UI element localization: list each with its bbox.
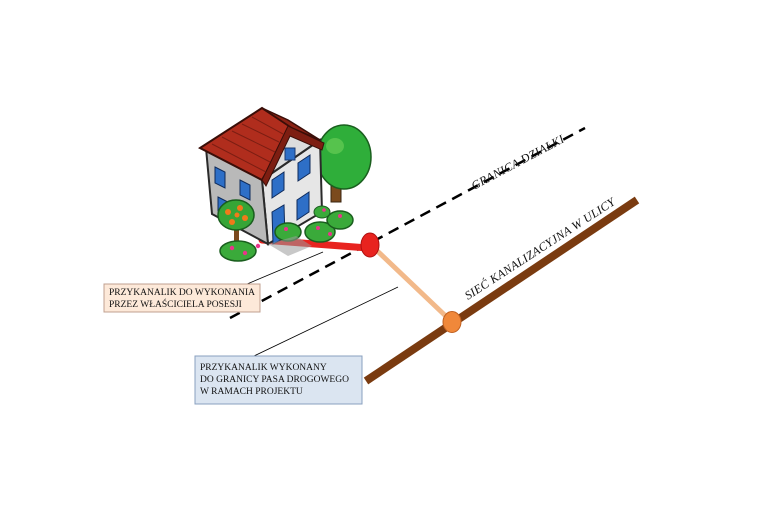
project-lateral-pipe	[368, 242, 454, 324]
callout-project-line-2: DO GRANICY PASA DROGOWEGO	[200, 375, 349, 385]
callout-project-line-3: W RAMACH PROJEKTU	[200, 387, 303, 397]
callout-owner-line-1: PRZYKANALIK DO WYKONANIA	[109, 288, 255, 298]
callout-owner-pointer	[239, 251, 324, 288]
callout-owner-box: PRZYKANALIK DO WYKONANIA PRZEZ WŁAŚCICIE…	[103, 283, 261, 313]
property-line-dashed	[229, 126, 586, 320]
street-sewer-main	[363, 196, 640, 385]
bush-icon	[219, 205, 354, 262]
callout-owner-line-2: PRZEZ WŁAŚCICIELA POSESJI	[109, 298, 242, 310]
callout-project-pointer	[253, 286, 399, 357]
property-line-label: GRANICA DZIAŁKI	[469, 131, 567, 192]
callout-project-line-1: PRZYKANALIK WYKONANY	[200, 363, 327, 373]
callout-project-box: PRZYKANALIK WYKONANY DO GRANICY PASA DRO…	[194, 355, 363, 405]
sewer-main-connection-point	[442, 311, 462, 333]
property-line-connection-point	[360, 232, 380, 258]
street-sewer-label: SIEĆ KANALIZACYJNA W ULICY	[462, 194, 619, 302]
fruit-tree-icon	[217, 199, 255, 242]
house-icon	[198, 106, 372, 262]
tree-icon	[316, 124, 372, 203]
